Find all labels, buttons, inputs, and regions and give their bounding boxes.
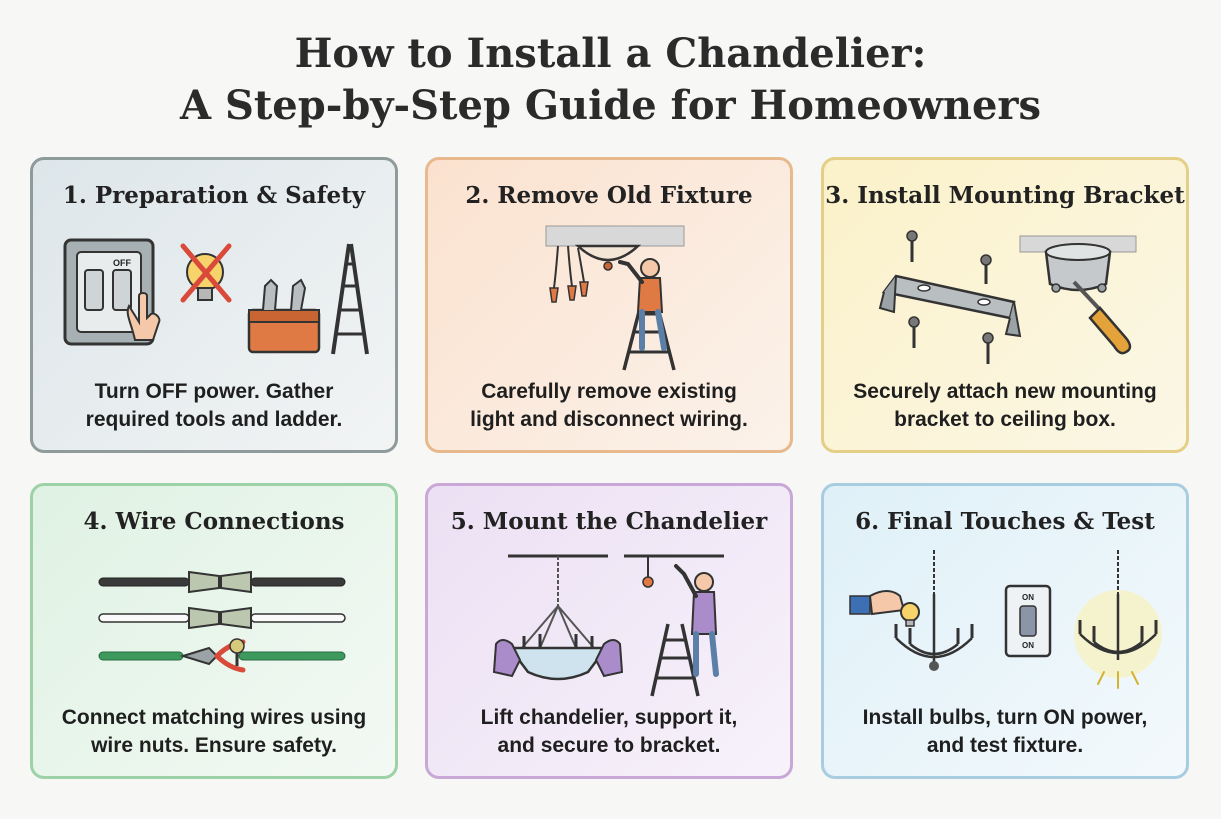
wire-nut-icon [220,570,252,594]
step-description-line: Turn OFF power. Gather [94,380,334,403]
switch-on-label-bottom: ON [1022,641,1034,650]
crossed-bulb-icon [180,243,232,303]
step-title: 3. Install Mounting Bracket [825,182,1185,209]
step-description: Connect matching wires using wire nuts. … [41,704,387,760]
step-title: 6. Final Touches & Test [855,508,1155,535]
wire-nut-icon [220,606,252,630]
ceiling-fixture-icon [574,244,642,271]
toolbox-icon [247,278,321,354]
step-description-line: Carefully remove existing [481,380,737,403]
step-title: 5. Mount the Chandelier [450,508,768,535]
chandelier-icon [894,550,974,671]
dangling-wires [549,245,589,303]
bulb-icon [900,602,920,627]
wire-nut-icon [188,570,220,594]
black-wire-pair [98,570,346,594]
white-wire-pair [98,606,346,630]
switch-on-label: ON [1022,593,1034,602]
step-description: Carefully remove existing light and disc… [436,378,782,434]
chandelier-icon [507,556,609,681]
step-title: 4. Wire Connections [83,508,345,535]
step-description-line: Lift chandelier, support it, [480,706,738,729]
light-switch-icon: OFF [63,238,161,346]
switch-off-label: OFF [113,258,131,268]
ground-wire-pair [98,638,346,673]
step-description: Lift chandelier, support it, and secure … [436,704,782,760]
ladder-icon [331,243,369,355]
ground-screw-icon [229,638,245,666]
wire-nut-icon [188,606,220,630]
step-card-6: 6. Final Touches & Test ON ON [821,483,1189,779]
page-title: How to Install a Chandelier: A Step-by-S… [0,28,1221,132]
step-description-line: Securely attach new mounting [853,380,1157,403]
title-line-1: How to Install a Chandelier: [294,30,927,77]
step-description-line: required tools and ladder. [85,408,343,431]
screw-icon [906,230,994,364]
worker-on-ladder-icon [642,556,719,697]
step-title: 2. Remove Old Fixture [465,182,753,209]
step-description-line: Install bulbs, turn ON power, [862,706,1148,729]
step-description: Securely attach new mounting bracket to … [832,378,1178,434]
step-description-line: and test fixture. [926,734,1084,757]
step-5-illustration [492,554,724,697]
step-card-3: 3. Install Mounting Bracket [821,157,1189,453]
step-card-4: 4. Wire Connections [30,483,398,779]
step-6-illustration: ON ON [849,550,1162,689]
step-card-1: 1. Preparation & Safety OFF [30,157,398,453]
step-3-illustration [878,230,1137,364]
screwdriver-icon [1072,280,1132,355]
step-description-line: bracket to ceiling box. [894,408,1116,431]
hands-icon [492,639,624,678]
light-switch-icon: ON ON [1004,584,1052,658]
step-card-5: 5. Mount the Chandelier [425,483,793,779]
title-line-2: A Step-by-Step Guide for Homeowners [179,82,1041,129]
step-description-line: light and disconnect wiring. [470,408,748,431]
step-description-line: wire nuts. Ensure safety. [91,734,337,757]
worker-on-ladder-icon [618,258,676,371]
step-title: 1. Preparation & Safety [62,182,366,209]
mounting-bracket-icon [878,274,1022,338]
lit-chandelier-icon [1074,550,1162,689]
step-description-line: Connect matching wires using [61,706,367,729]
step-1-illustration: OFF [63,238,369,355]
step-4-illustration [98,570,346,673]
step-description: Install bulbs, turn ON power, and test f… [832,704,1178,760]
hand-with-bulb-icon [849,590,920,627]
step-description: Turn OFF power. Gather required tools an… [41,378,387,434]
ceiling-box-icon [1044,243,1112,293]
step-description-line: and secure to bracket. [497,734,721,757]
step-card-2: 2. Remove Old Fixture [425,157,793,453]
step-2-illustration [545,225,685,371]
